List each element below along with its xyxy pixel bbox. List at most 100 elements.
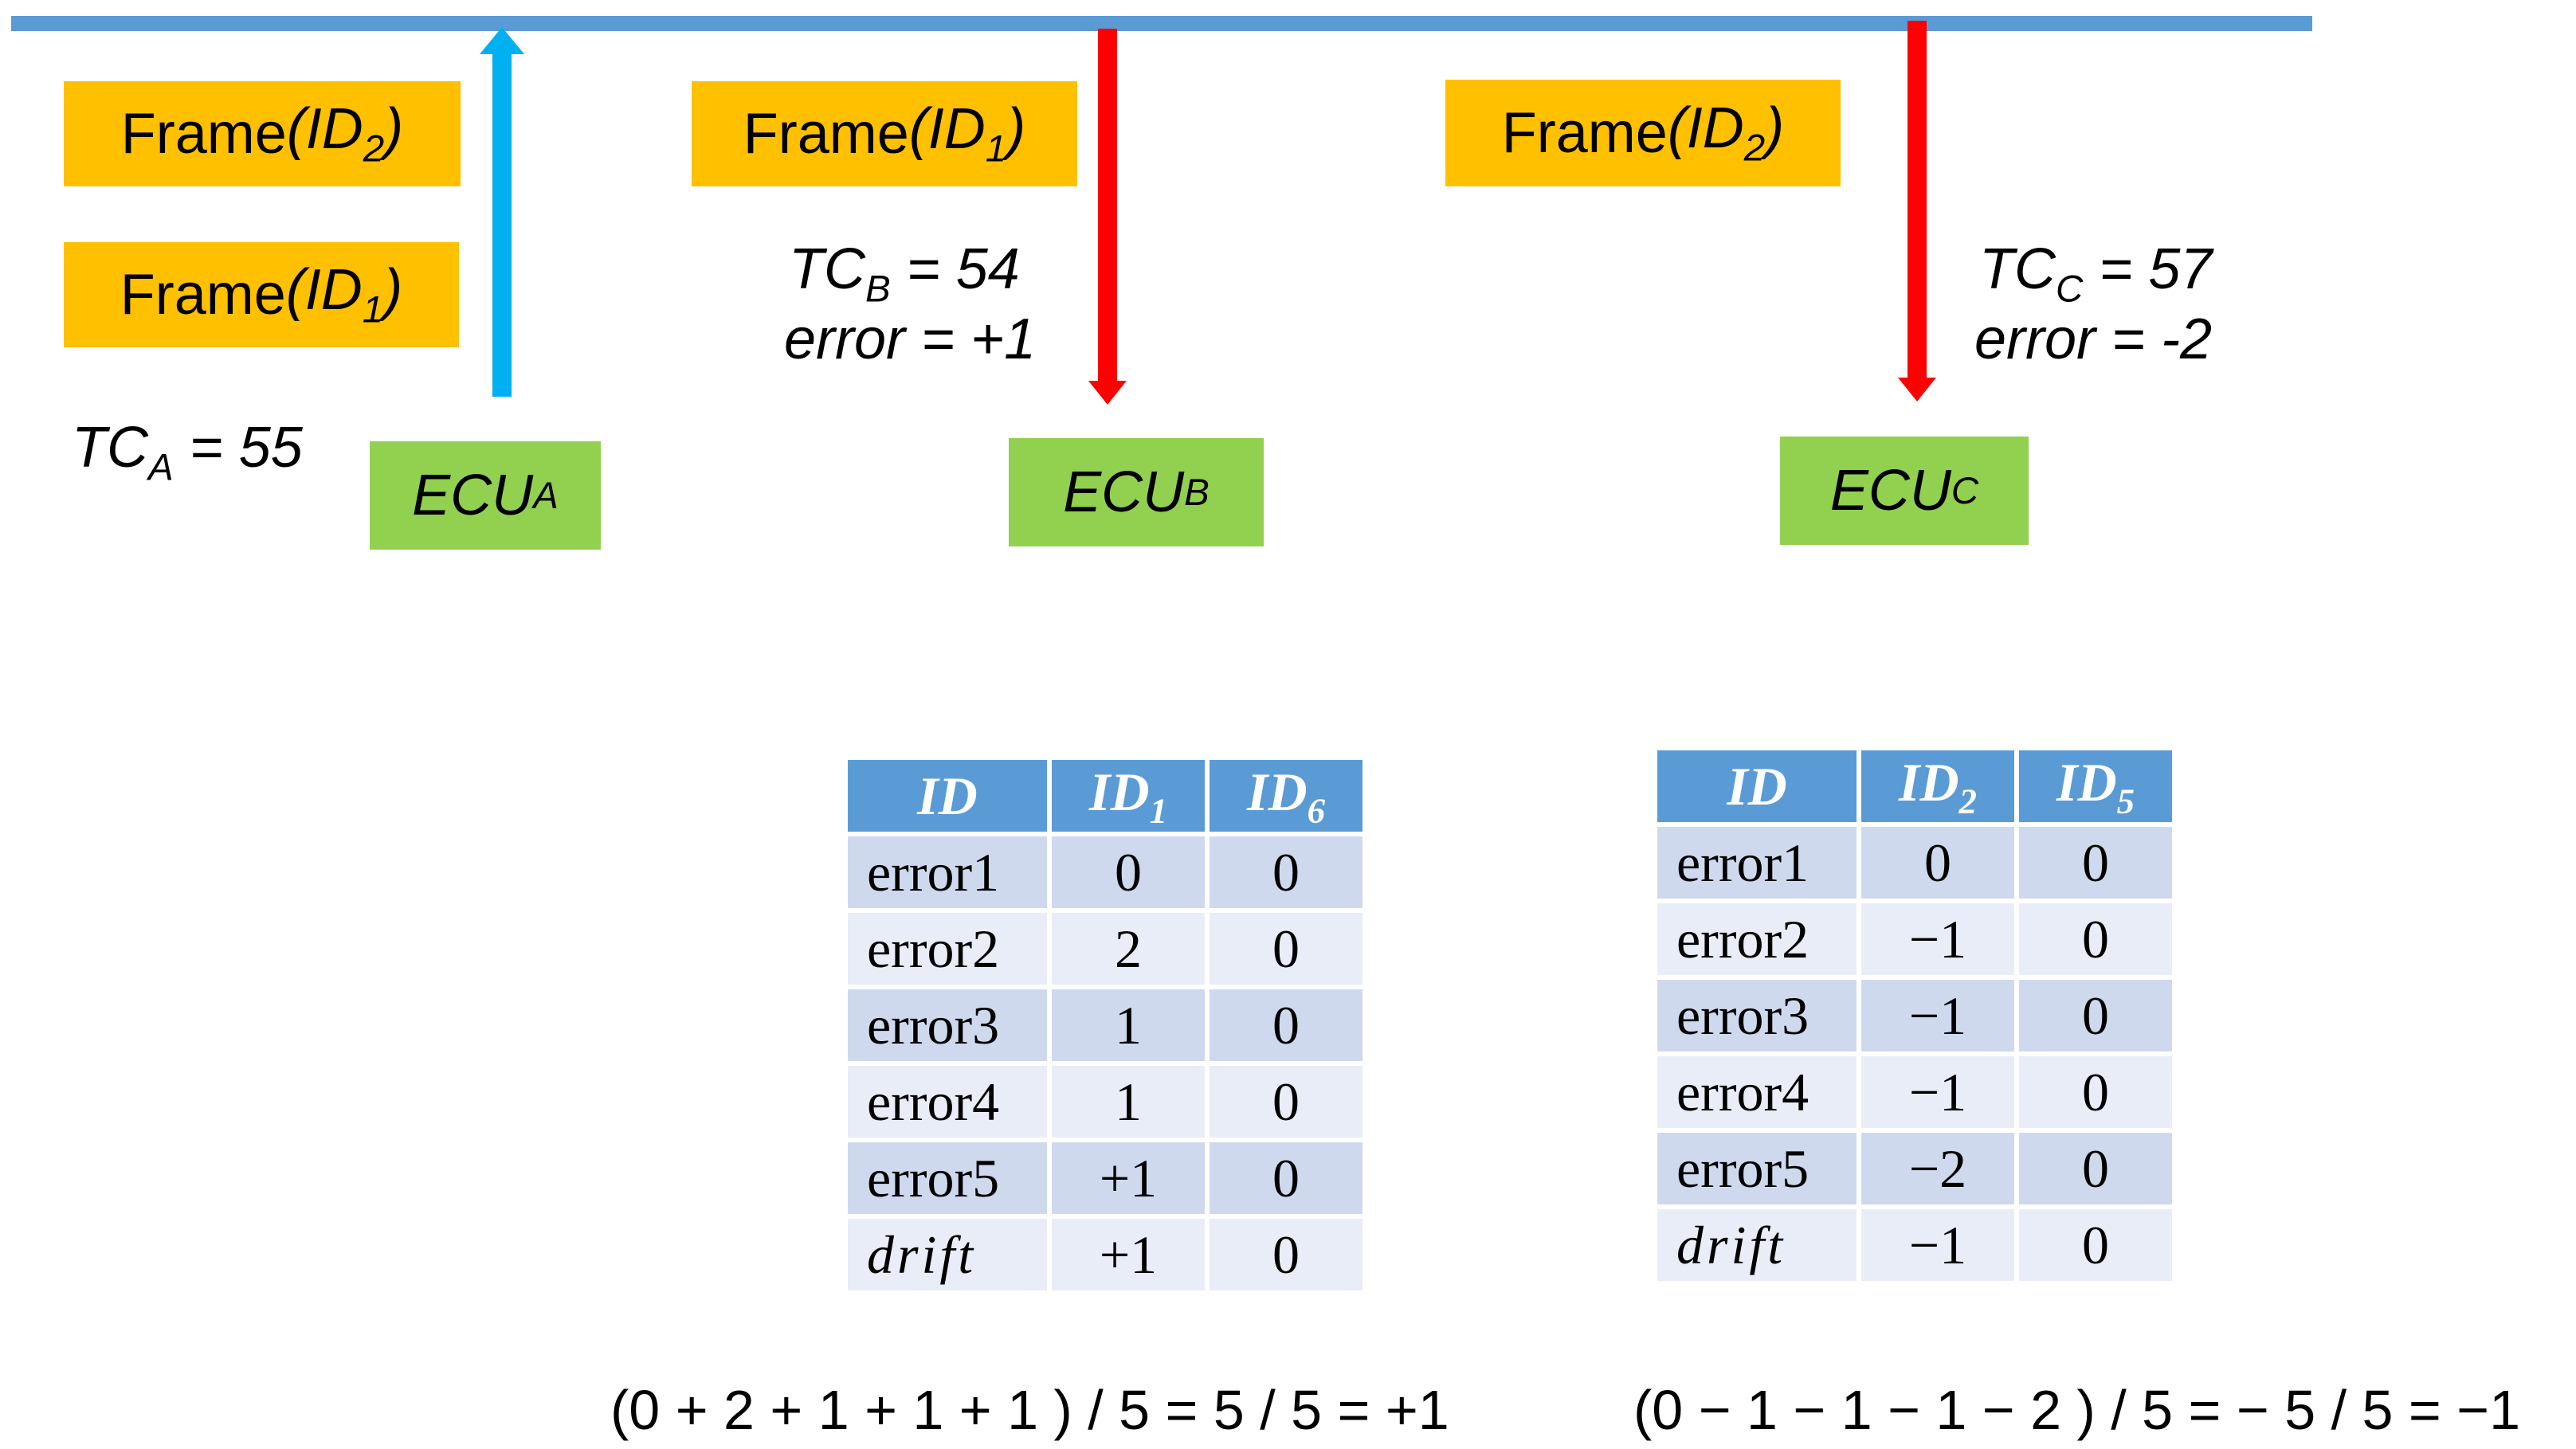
table-row: error5 −2 0 xyxy=(1657,1133,2172,1204)
table-row: error4 1 0 xyxy=(848,1066,1362,1138)
error-c-label: error = -2 xyxy=(1974,307,2213,371)
table-cell: 0 xyxy=(1210,913,1362,985)
frame-prefix: Frame xyxy=(743,102,909,166)
row-label: drift xyxy=(1657,1209,1857,1281)
row-label: error5 xyxy=(848,1142,1047,1214)
tc-value: = 55 xyxy=(173,416,303,480)
error-b-label: error = +1 xyxy=(784,307,1037,371)
table-cell: 0 xyxy=(1052,836,1205,908)
table-cell: 2 xyxy=(1052,913,1205,985)
ecu-name: ECU xyxy=(412,464,534,527)
table-row: error1 0 0 xyxy=(1657,827,2172,899)
arrow-up-icon xyxy=(480,27,524,54)
table-cell: +1 xyxy=(1052,1142,1205,1214)
drift-formula-c: (0 − 1 − 1 − 1 − 2 ) / 5 = − 5 / 5 = −1 xyxy=(1633,1379,2520,1441)
row-label: drift xyxy=(848,1219,1047,1290)
tc-sub: A xyxy=(147,446,174,489)
receive-arrow-shaft-c xyxy=(1907,21,1927,381)
row-label: error3 xyxy=(848,989,1047,1061)
tc-label: TC xyxy=(789,237,865,301)
table-cell: 0 xyxy=(2019,1209,2172,1281)
table-cell: 0 xyxy=(2019,980,2172,1052)
send-arrow-shaft xyxy=(492,54,512,397)
error-table-b: ID ID1 ID6 error1 0 0 error2 2 0 error3 … xyxy=(843,755,1367,1295)
table-cell: −2 xyxy=(1861,1133,2014,1204)
frame-id-sub: 1 xyxy=(985,127,1007,170)
arrow-down-icon xyxy=(1898,378,1936,401)
table-row: drift −1 0 xyxy=(1657,1209,2172,1281)
table-cell: 0 xyxy=(1210,836,1362,908)
table-row: error2 2 0 xyxy=(848,913,1362,985)
frame-prefix: Frame xyxy=(1501,101,1668,165)
tc-label: TC xyxy=(72,416,148,480)
frame-id: ID xyxy=(305,97,363,162)
table-cell: −1 xyxy=(1861,1209,2014,1281)
ecu-sub: C xyxy=(1951,469,1979,512)
table-cell: 0 xyxy=(1210,989,1362,1061)
tc-sub: C xyxy=(2055,268,2084,311)
table-cell: −1 xyxy=(1861,903,2014,975)
receive-arrow-shaft-b xyxy=(1098,29,1117,384)
drift-formula-b: (0 + 2 + 1 + 1 + 1 ) / 5 = 5 / 5 = +1 xyxy=(610,1379,1449,1441)
table-header-cell: ID6 xyxy=(1210,760,1362,832)
ecu-name: ECU xyxy=(1063,460,1185,524)
tc-c-label: TCC = 57 xyxy=(1979,241,2212,308)
table-cell: 0 xyxy=(1210,1142,1362,1214)
ecu-name: ECU xyxy=(1829,459,1951,523)
row-label: error4 xyxy=(848,1066,1047,1138)
table-cell: 0 xyxy=(1210,1066,1362,1138)
table-cell: 1 xyxy=(1052,989,1205,1061)
table-header-cell: ID5 xyxy=(2019,750,2172,822)
table-row: error3 1 0 xyxy=(848,989,1362,1061)
table-row: error1 0 0 xyxy=(848,836,1362,908)
table-row: error4 −1 0 xyxy=(1657,1056,2172,1128)
table-header-cell: ID2 xyxy=(1861,750,2014,822)
frame-prefix: Frame xyxy=(120,263,286,327)
frame-prefix: Frame xyxy=(120,102,287,166)
frame-id-sub: 2 xyxy=(1743,127,1766,170)
table-header-row: ID ID2 ID5 xyxy=(1657,750,2172,822)
row-label: error1 xyxy=(1657,827,1857,899)
table-cell: 0 xyxy=(2019,1133,2172,1204)
frame-id-sub: 2 xyxy=(363,127,385,170)
table-cell: −1 xyxy=(1861,980,2014,1052)
row-label: error2 xyxy=(1657,903,1857,975)
table-row: error3 −1 0 xyxy=(1657,980,2172,1052)
ecu-sub: A xyxy=(533,474,559,517)
frame-id: ID xyxy=(304,258,363,323)
frame-b: Frame(ID1) xyxy=(692,81,1077,186)
table-header-cell: ID xyxy=(1657,750,1857,822)
table-header-row: ID ID1 ID6 xyxy=(848,760,1362,832)
frame-c: Frame(ID2) xyxy=(1445,80,1841,186)
table-cell: 0 xyxy=(2019,1056,2172,1128)
tc-value: = 57 xyxy=(2083,237,2213,301)
table-row: drift +1 0 xyxy=(848,1219,1362,1290)
table-row: error5 +1 0 xyxy=(848,1142,1362,1214)
row-label: error5 xyxy=(1657,1133,1857,1204)
arrow-down-icon xyxy=(1088,381,1127,405)
ecu-sub: B xyxy=(1184,471,1210,514)
table-cell: −1 xyxy=(1861,1056,2014,1128)
table-header-cell: ID xyxy=(848,760,1047,832)
table-header-cell: ID1 xyxy=(1052,760,1205,832)
can-bus-line xyxy=(11,16,2312,31)
frame-a-bottom: Frame(ID1) xyxy=(64,242,459,347)
table-cell: 0 xyxy=(2019,903,2172,975)
error-table-c: ID ID2 ID5 error1 0 0 error2 −1 0 error3… xyxy=(1653,746,2177,1286)
table-cell: +1 xyxy=(1052,1219,1205,1290)
table-cell: 0 xyxy=(1861,827,2014,899)
tc-b-label: TCB = 54 xyxy=(789,241,1020,308)
tc-label: TC xyxy=(1979,237,2056,301)
frame-id-sub: 1 xyxy=(362,288,384,331)
tc-value: = 54 xyxy=(890,237,1020,301)
table-cell: 1 xyxy=(1052,1066,1205,1138)
tc-a-label: TCA = 55 xyxy=(72,419,303,487)
table-cell: 0 xyxy=(1210,1219,1362,1290)
table-cell: 0 xyxy=(2019,827,2172,899)
frame-id: ID xyxy=(1686,96,1744,161)
table-row: error2 −1 0 xyxy=(1657,903,2172,975)
row-label: error3 xyxy=(1657,980,1857,1052)
